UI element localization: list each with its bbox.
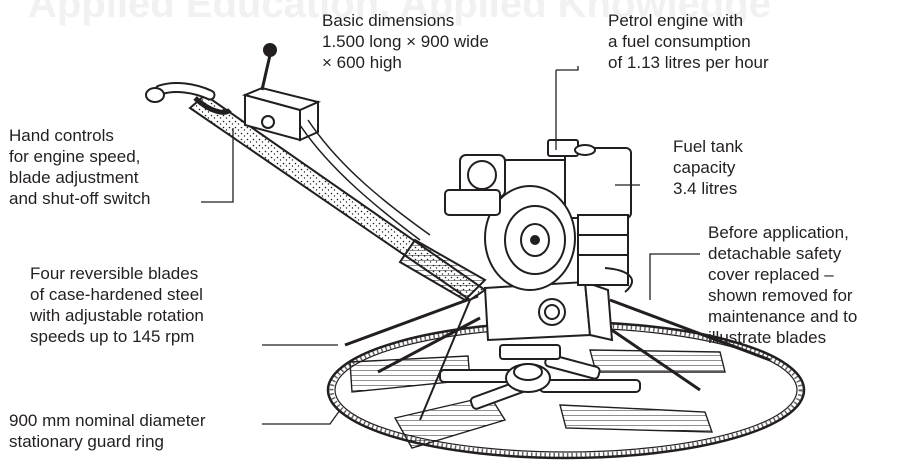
- callout-line: a fuel consumption: [608, 32, 751, 51]
- gearbox-housing: [483, 280, 614, 360]
- spider-arms: [439, 353, 641, 410]
- leader-lines: [201, 66, 700, 425]
- callout-line: Hand controls: [9, 126, 114, 145]
- callout-line: Before application,: [708, 223, 849, 242]
- callout-line: 1.500 long × 900 wide: [322, 32, 489, 51]
- callout-guard-ring: 900 mm nominal diameter stationary guard…: [9, 410, 206, 452]
- callout-line: for engine speed,: [9, 147, 141, 166]
- callout-line: Four reversible blades: [30, 264, 199, 283]
- callout-line: Petrol engine with: [608, 11, 744, 30]
- control-box: [241, 43, 431, 241]
- callout-hand-controls: Hand controls for engine speed, blade ad…: [9, 125, 150, 209]
- engine: [444, 139, 633, 293]
- callout-safety-cover: Before application, detachable safety co…: [708, 222, 857, 348]
- callout-line: of case-hardened steel: [30, 285, 203, 304]
- callout-line: of 1.13 litres per hour: [608, 53, 769, 72]
- callout-blades: Four reversible blades of case-hardened …: [30, 263, 204, 347]
- callout-line: speeds up to 145 rpm: [30, 327, 195, 346]
- callout-line: blade adjustment: [9, 168, 139, 187]
- callout-line: capacity: [673, 158, 736, 177]
- callout-line: 3.4 litres: [673, 179, 738, 198]
- callout-line: Fuel tank: [673, 137, 743, 156]
- callout-line: detachable safety: [708, 244, 842, 263]
- faded-header-text: Applied Education, Applied Knowledge: [28, 0, 771, 26]
- callout-line: shown removed for: [708, 286, 853, 305]
- support-frame: [344, 294, 771, 421]
- callout-line: maintenance and to: [708, 307, 858, 326]
- callout-line: and shut-off switch: [9, 189, 151, 208]
- callout-line: with adjustable rotation: [30, 306, 204, 325]
- callout-dimensions: Basic dimensions 1.500 long × 900 wide ×…: [322, 10, 489, 73]
- callout-line: 900 mm nominal diameter: [9, 411, 206, 430]
- callout-line: illustrate blades: [708, 328, 827, 347]
- callout-line: cover replaced –: [708, 265, 834, 284]
- callout-line: stationary guard ring: [9, 432, 164, 451]
- callout-fuel-tank: Fuel tank capacity 3.4 litres: [673, 136, 743, 199]
- operating-handle: [145, 82, 487, 302]
- callout-line: × 600 high: [322, 53, 402, 72]
- callout-engine: Petrol engine with a fuel consumption of…: [608, 10, 769, 73]
- callout-line: Basic dimensions: [322, 11, 455, 30]
